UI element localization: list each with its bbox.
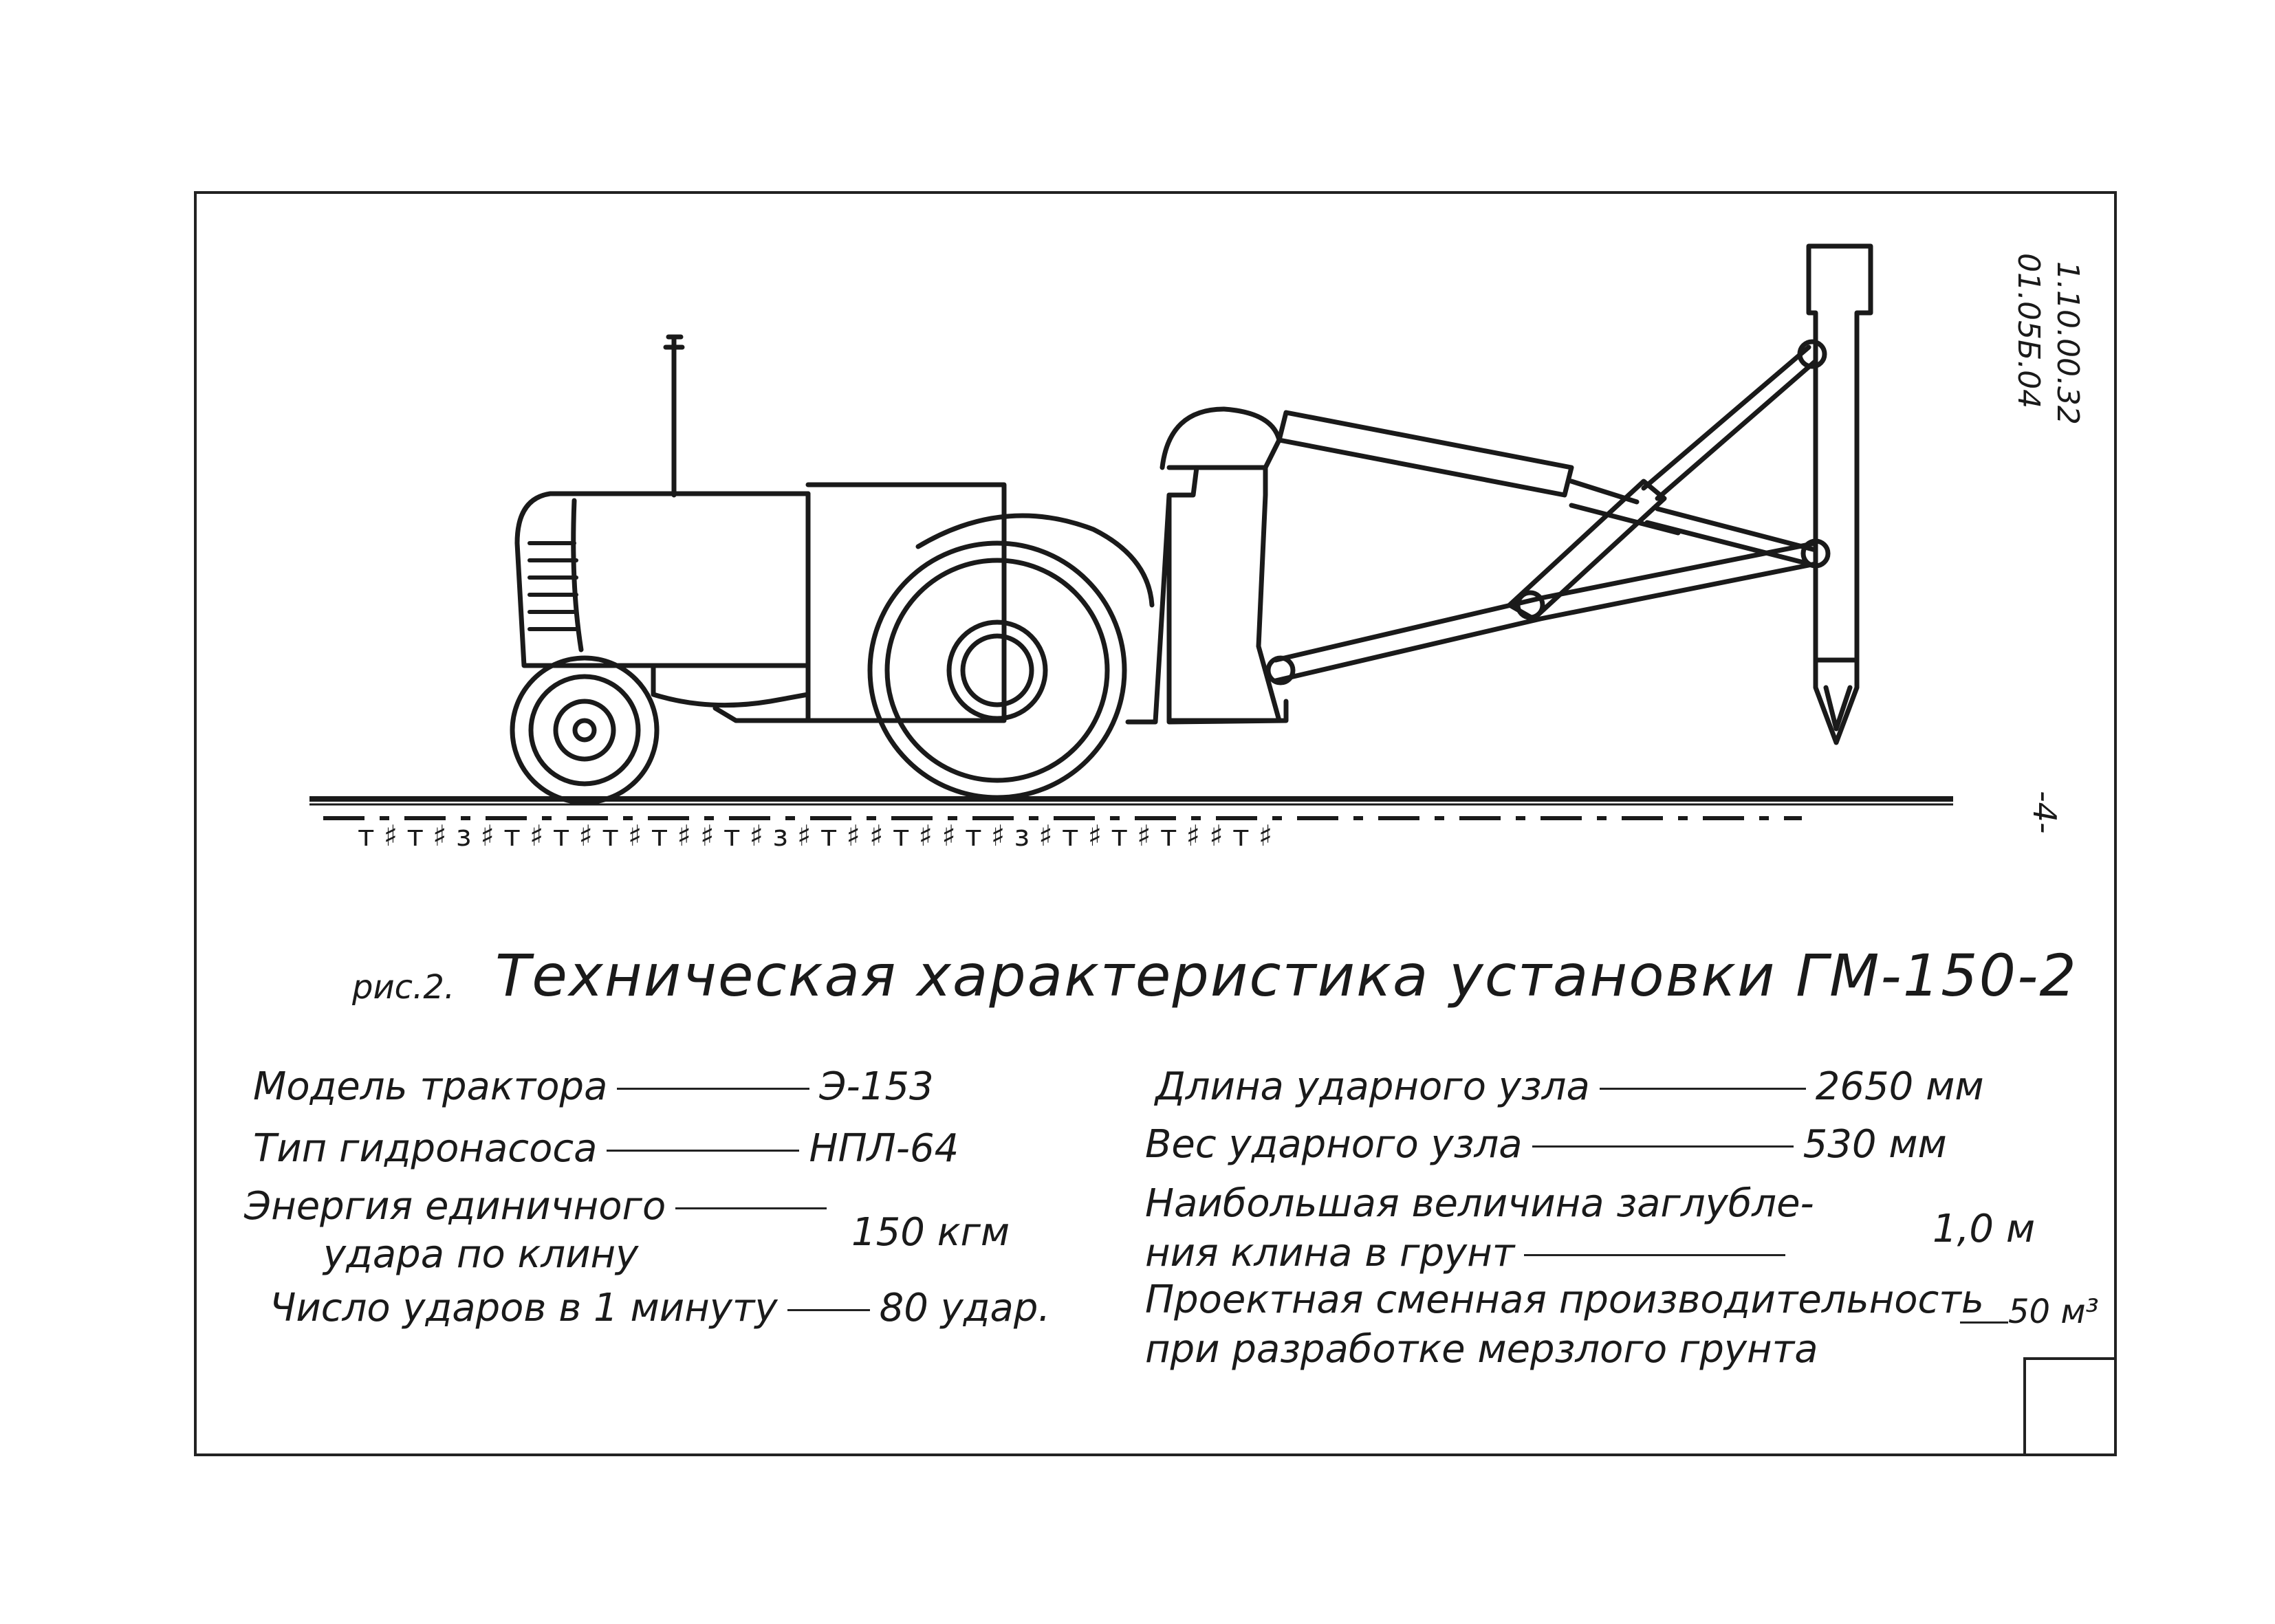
spec-label: Тип гидронасоса <box>253 1126 598 1171</box>
tractor-grille <box>527 541 580 631</box>
spec-label: ния клина в грунт <box>1145 1231 1515 1275</box>
spec-right-2: Вес ударного узла 530 мм <box>1145 1122 1947 1167</box>
upper-boom <box>1276 410 1574 498</box>
spec-label: Вес ударного узла <box>1145 1122 1523 1167</box>
spec-value: Э-153 <box>819 1064 934 1109</box>
svg-text:т ♯ т ♯ з ♯ т ♯ т ♯ т ♯ т ♯ ♯: т ♯ т ♯ з ♯ т ♯ т ♯ т ♯ т ♯ ♯ т ♯ з ♯ т … <box>358 819 1272 853</box>
drawing-frame <box>194 191 2117 1456</box>
front-wheel <box>510 655 660 805</box>
spec-right-3-line2: ния клина в грунт <box>1145 1231 1795 1275</box>
tractor-cab <box>805 482 1007 723</box>
spec-left-1: Модель трактора Э-153 <box>253 1064 934 1109</box>
spec-right-4-line2: при разработке мерзлого грунта <box>1145 1327 1818 1372</box>
hammer-wedge <box>1806 243 1873 745</box>
spec-right-4-value: 50 м³ <box>2008 1293 2099 1331</box>
spec-left-2: Тип гидронасоса НПЛ-64 <box>253 1126 959 1171</box>
tractor-hood <box>514 491 811 668</box>
spec-label: Число ударов в 1 минуту <box>270 1286 778 1330</box>
figure-title: Техническая характеристика установки ГМ-… <box>495 942 2078 1009</box>
spec-right-4-dash <box>1960 1321 2008 1324</box>
spec-left-3-line2: удара по клину <box>323 1232 639 1277</box>
spec-label: Длина ударного узла <box>1155 1064 1590 1109</box>
spec-right-3-value: 1,0 м <box>1933 1207 2036 1251</box>
spec-right-3-line1: Наибольшая величина заглубле- <box>1145 1181 1814 1226</box>
spec-value: 2650 мм <box>1815 1064 1984 1109</box>
spec-right-4-line1: Проектная сменная производительность <box>1145 1277 1984 1322</box>
spec-value: 80 удар. <box>879 1286 1051 1330</box>
spec-label: Энергия единичного <box>244 1184 666 1229</box>
figure-label: рис.2. <box>352 968 455 1007</box>
rear-fender <box>915 513 1155 608</box>
spec-left-3-line1: Энергия единичного <box>244 1184 836 1229</box>
spec-left-4: Число ударов в 1 минуту 80 удар. <box>270 1286 1050 1330</box>
document-code-2: 01.05Б.04 <box>2011 253 2046 409</box>
rear-wheel <box>867 540 1127 800</box>
page-number: -4- <box>2026 791 2063 834</box>
spec-value: НПЛ-64 <box>809 1126 959 1171</box>
spec-label: Модель трактора <box>253 1064 608 1109</box>
lower-arm <box>1273 540 1818 683</box>
document-code-1: 1.10.00.32 <box>2050 261 2085 425</box>
hammer-housing <box>1166 465 1282 723</box>
title-block-corner <box>2023 1357 2117 1456</box>
exhaust-pipe <box>663 334 685 498</box>
spec-value: 530 мм <box>1803 1122 1947 1167</box>
spec-right-1: Длина ударного узла 2650 мм <box>1155 1064 1984 1109</box>
ground-line <box>309 796 1953 820</box>
spec-left-3-value: 150 кгм <box>851 1210 1010 1255</box>
ground-hatching: т ♯ т ♯ з ♯ т ♯ т ♯ т ♯ т ♯ ♯ т ♯ з ♯ т … <box>358 819 1272 853</box>
